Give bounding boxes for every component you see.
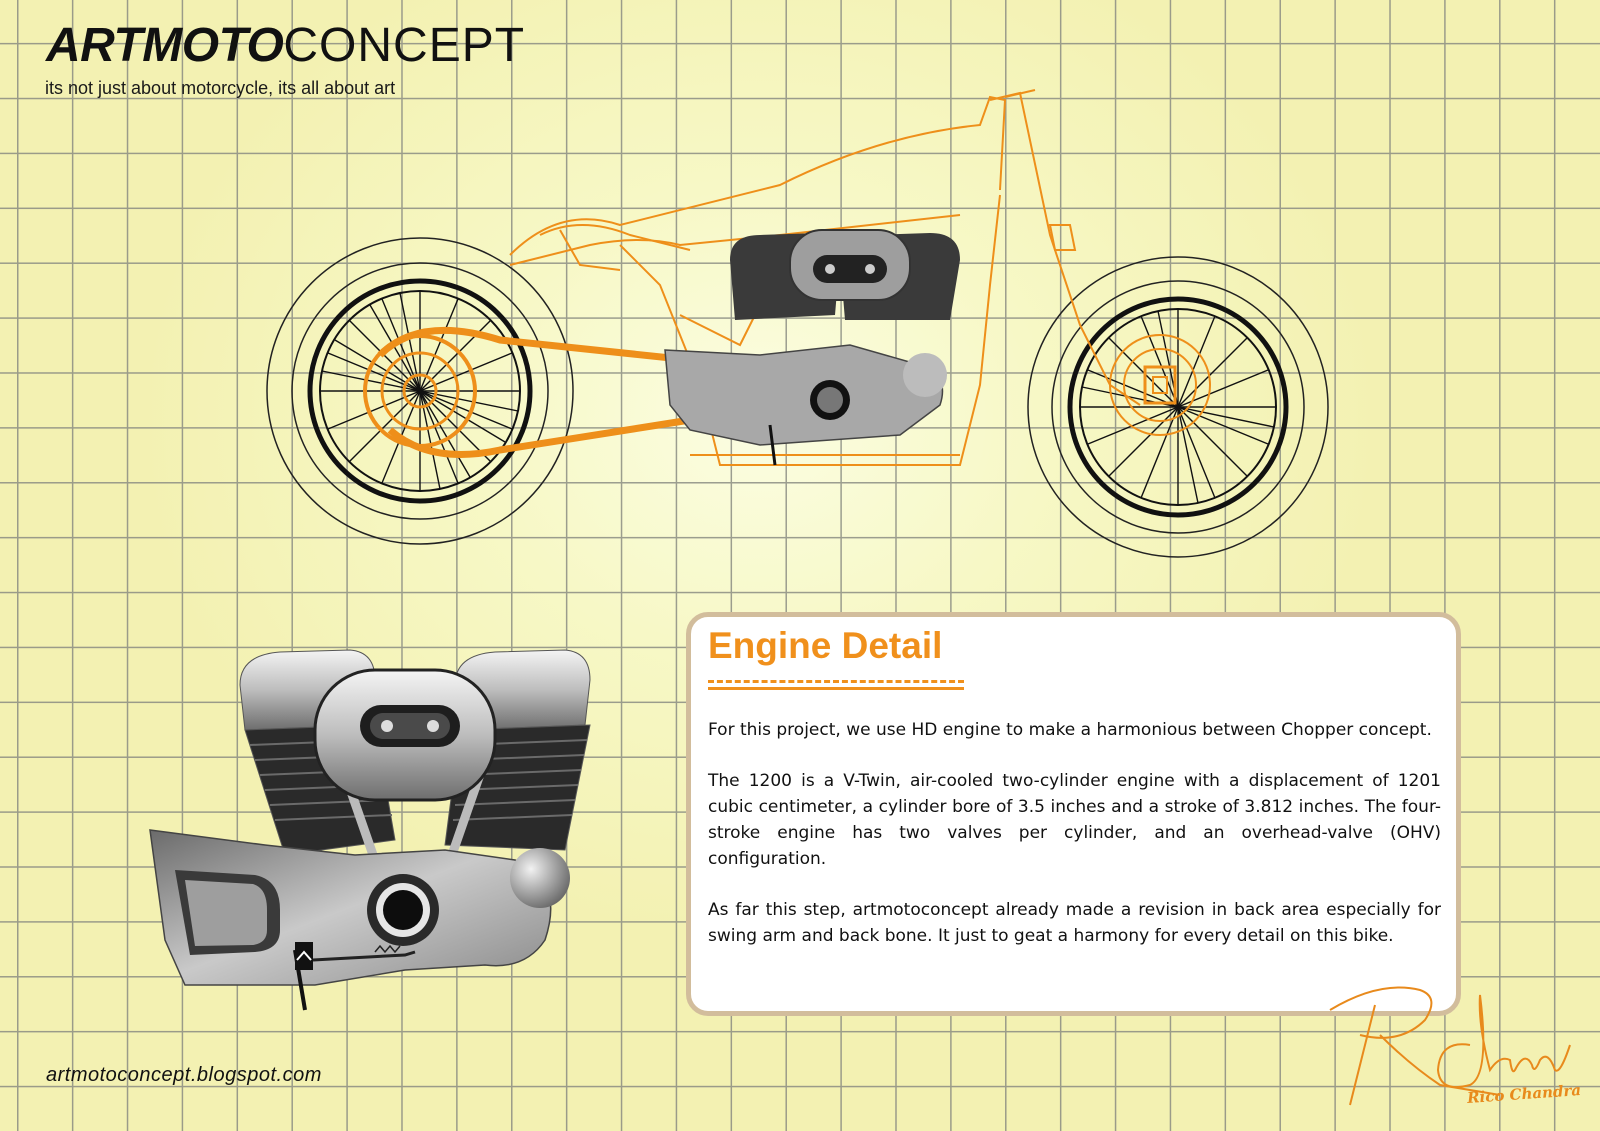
brand-title-light: CONCEPT bbox=[283, 19, 526, 72]
engine-detail-illustration bbox=[149, 649, 591, 1011]
card-body: For this project, we use HD engine to ma… bbox=[708, 717, 1441, 974]
air-cleaner bbox=[313, 668, 497, 802]
drive-belt bbox=[377, 326, 691, 458]
brand-title-bold: ARTMOTO bbox=[46, 19, 284, 72]
paragraph-intro: For this project, we use HD engine to ma… bbox=[708, 720, 1432, 740]
card-title: Engine Detail bbox=[708, 625, 943, 666]
paragraph-specs: The 1200 is a V-Twin, air-cooled two-cyl… bbox=[708, 771, 1441, 869]
bike-engine bbox=[664, 229, 960, 466]
brand-logo: ARTMOTOCONCEPT bbox=[46, 18, 525, 74]
brand-tagline: its not just about motorcycle, its all a… bbox=[45, 78, 396, 98]
motorcycle-blueprint-illustration bbox=[266, 89, 1329, 558]
title-solid-underline bbox=[708, 687, 964, 690]
brand-title: ARTMOTOCONCEPT bbox=[46, 18, 525, 74]
crankcase bbox=[149, 829, 570, 1011]
frame-outline bbox=[509, 89, 1141, 466]
signature-graphic bbox=[1329, 986, 1571, 1106]
website-url: artmotoconcept.blogspot.com bbox=[46, 1064, 322, 1086]
front-wheel bbox=[1027, 256, 1329, 558]
title-dashed-underline bbox=[708, 680, 964, 683]
engine-detail-card: Engine Detail For this project, we use H… bbox=[686, 612, 1461, 1016]
rear-wheel bbox=[266, 237, 574, 545]
paragraph-revision: As far this step, artmotoconcept already… bbox=[708, 900, 1441, 946]
